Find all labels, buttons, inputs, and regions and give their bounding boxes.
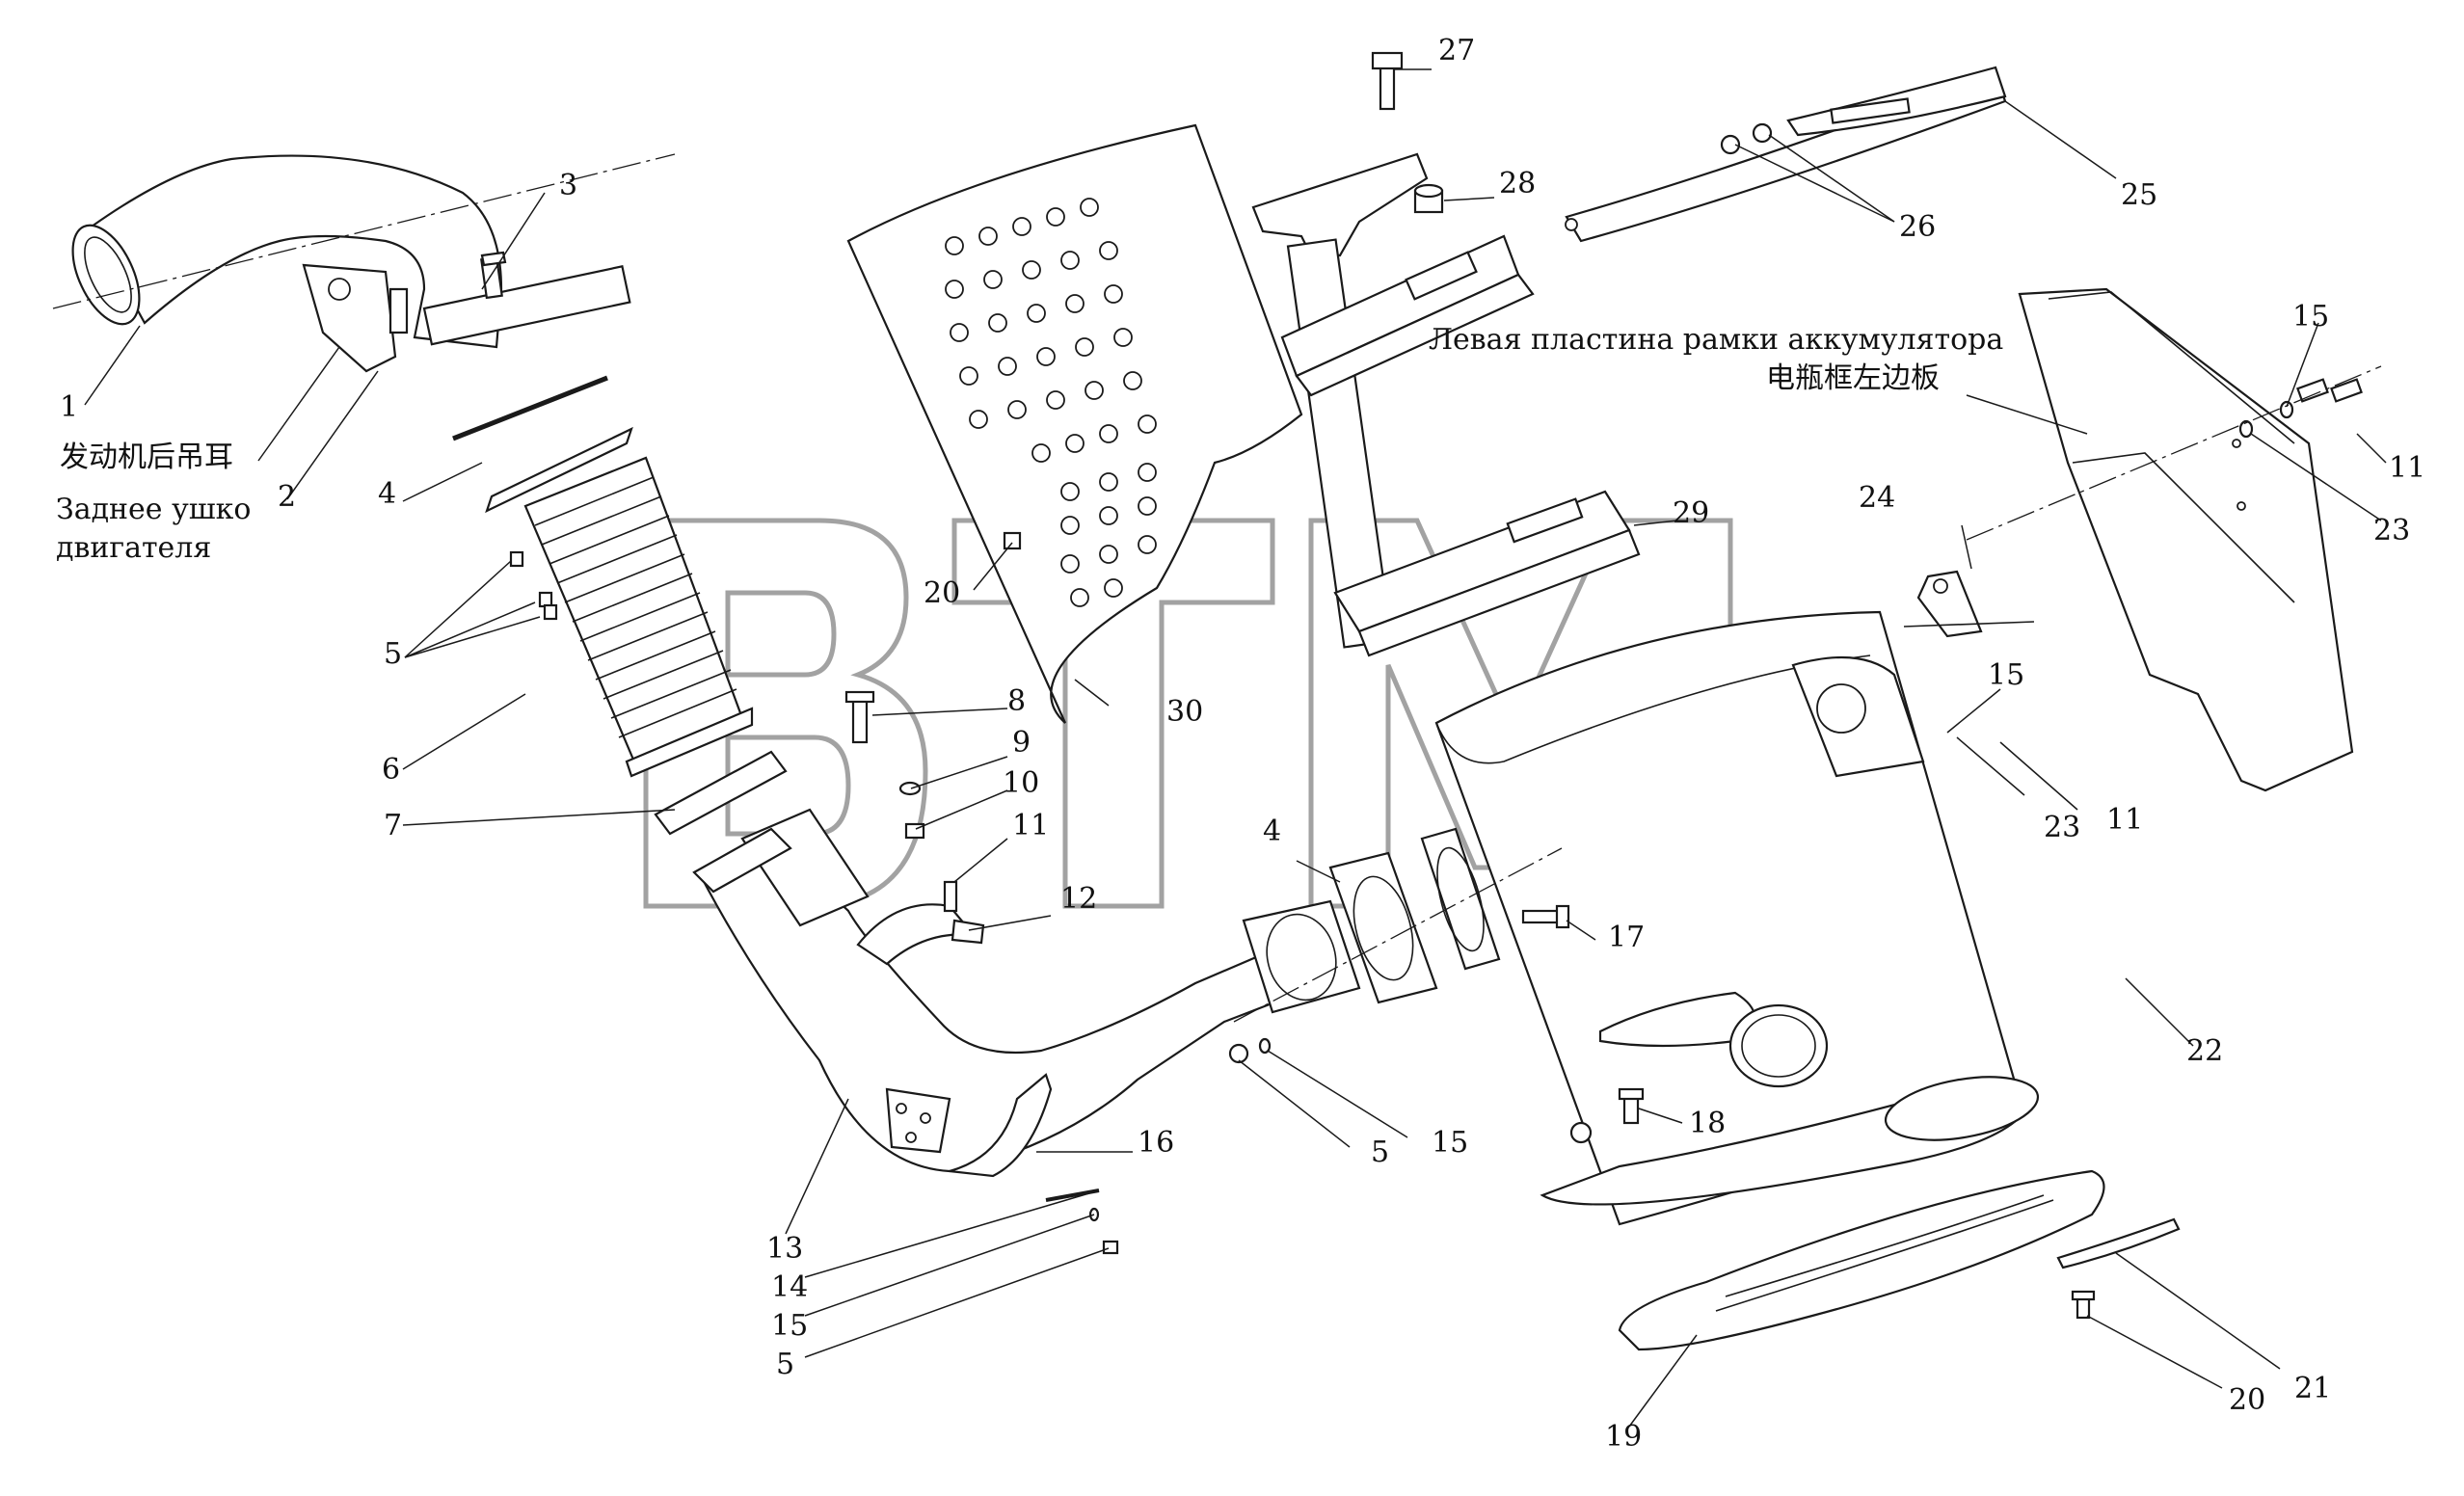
flange-gasket-4-lower xyxy=(1233,827,1563,1023)
callout-10: 10 xyxy=(1003,766,1039,800)
callout-21: 21 xyxy=(2294,1372,2331,1405)
callout-numbers: 1 2 3 4 5 6 7 8 9 10 11 12 13 14 15 5 16… xyxy=(60,34,2425,1454)
callout-8: 8 xyxy=(1007,684,1026,718)
label-rear-lug-ru-2: двигателя xyxy=(56,531,211,565)
nut-5-small xyxy=(1102,1240,1119,1255)
callout-14: 14 xyxy=(771,1270,808,1304)
callout-4: 4 xyxy=(378,477,396,511)
muffler-body-22 xyxy=(1434,610,2040,1226)
callout-26: 26 xyxy=(1899,210,1936,244)
label-battery-plate-cn: 电瓶框左边板 xyxy=(1766,361,1940,395)
callout-2: 2 xyxy=(278,480,296,514)
callout-19: 19 xyxy=(1605,1420,1642,1454)
callout-4b: 4 xyxy=(1263,815,1281,848)
callout-3: 3 xyxy=(559,169,577,202)
callout-1: 1 xyxy=(60,390,78,424)
callout-16: 16 xyxy=(1138,1126,1174,1160)
callout-5: 5 xyxy=(384,637,402,671)
gasket-21 xyxy=(2056,1217,2181,1269)
callout-15b: 15 xyxy=(1432,1126,1468,1160)
bolt-17 xyxy=(1521,904,1570,929)
callout-29: 29 xyxy=(1673,496,1709,530)
callout-15d: 15 xyxy=(2292,300,2329,334)
callout-11b: 11 xyxy=(2106,803,2143,837)
callout-27: 27 xyxy=(1438,34,1475,67)
muffler-bracket-29 xyxy=(1251,152,1641,657)
callout-11: 11 xyxy=(1012,809,1049,842)
bolt-27 xyxy=(1371,51,1404,111)
nut-washer-middle xyxy=(1228,1037,1272,1064)
callout-7: 7 xyxy=(384,809,402,842)
callout-23: 23 xyxy=(2044,811,2080,844)
callout-6: 6 xyxy=(382,753,400,787)
rear-lug-bracket-2 xyxy=(302,263,409,373)
heat-shield-30 xyxy=(846,123,1303,724)
leader-lines xyxy=(84,68,2387,1428)
exhaust-bent-pipe-1 xyxy=(52,153,676,349)
label-rear-lug-ru-1: Заднее ушко xyxy=(56,493,251,526)
washer-9 xyxy=(898,781,922,796)
callout-11c: 11 xyxy=(2389,451,2425,485)
callout-5c: 5 xyxy=(1371,1135,1389,1169)
nut-28 xyxy=(1413,183,1444,214)
callout-24: 24 xyxy=(1859,481,1895,515)
battery-frame-left-plate xyxy=(2018,287,2354,792)
bolt-11-lower xyxy=(943,880,958,913)
label-rear-lug-cn: 发动机后吊耳 xyxy=(60,441,233,474)
callout-30: 30 xyxy=(1166,695,1203,729)
bolt-18 xyxy=(1618,1087,1645,1125)
bolt-20-lower xyxy=(2071,1290,2096,1320)
callout-22: 22 xyxy=(2186,1034,2223,1068)
callout-25: 25 xyxy=(2121,178,2157,212)
bolt-8 xyxy=(844,690,875,744)
callout-23b: 23 xyxy=(2373,514,2410,548)
text-labels: 发动机后吊耳 Заднее ушко двигателя Левая пласт… xyxy=(56,323,2003,565)
callout-20b: 20 xyxy=(2229,1383,2265,1417)
exhaust-pipe-13 xyxy=(692,808,1352,1178)
callout-9: 9 xyxy=(1012,726,1031,760)
fasteners-right-upper xyxy=(1966,365,2382,541)
nuts-26 xyxy=(1720,122,1773,155)
callout-18: 18 xyxy=(1689,1107,1726,1140)
callout-5b: 5 xyxy=(776,1348,794,1381)
callout-17: 17 xyxy=(1608,921,1645,954)
heat-shield-19 xyxy=(1618,1169,2105,1351)
clamp-7 xyxy=(654,750,788,836)
label-battery-plate-ru: Левая пластина рамки аккумулятора xyxy=(1429,323,2003,357)
half-clamp-12 xyxy=(856,903,985,966)
stud-14 xyxy=(1045,1189,1100,1202)
callout-15c: 15 xyxy=(1988,658,2024,692)
callout-28: 28 xyxy=(1499,167,1536,200)
small-bracket-24 xyxy=(1903,570,2035,638)
cover-plate-25 xyxy=(1565,66,2007,243)
callout-20: 20 xyxy=(924,576,960,610)
callout-15: 15 xyxy=(771,1309,808,1343)
callout-13: 13 xyxy=(766,1232,803,1266)
flex-bellows-6 xyxy=(485,426,754,778)
callout-12: 12 xyxy=(1060,882,1097,916)
gasket-4 xyxy=(452,375,608,441)
